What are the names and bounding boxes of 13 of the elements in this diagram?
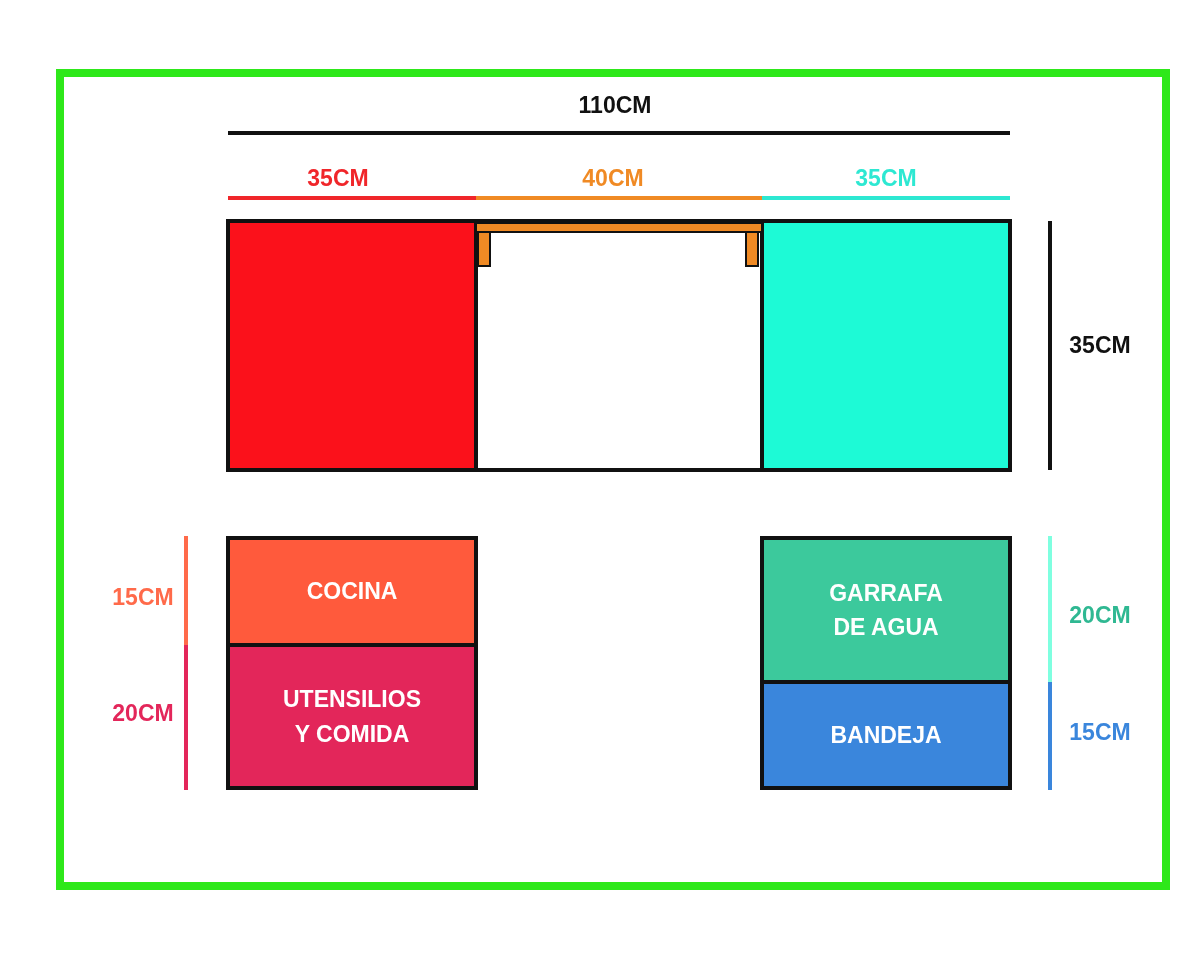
dimension-label: 35CM: [307, 164, 369, 192]
dimension-label: 35CM: [855, 164, 917, 192]
dimension-label: 20CM: [1069, 601, 1131, 629]
dimension-label: 110CM: [578, 91, 652, 119]
dimension-label: 15CM: [112, 583, 174, 611]
dimension-label: 15CM: [1069, 718, 1131, 746]
compartment-label: BANDEJA: [830, 720, 942, 750]
dimension-label: 35CM: [1069, 331, 1131, 359]
compartment-label: UTENSILIOS Y COMIDA: [282, 685, 422, 749]
dimension-label: 20CM: [112, 699, 174, 727]
compartment-label: GARRAFA DE AGUA: [828, 578, 944, 642]
compartment-label: COCINA: [306, 577, 398, 607]
dimension-label: 40CM: [582, 164, 644, 192]
